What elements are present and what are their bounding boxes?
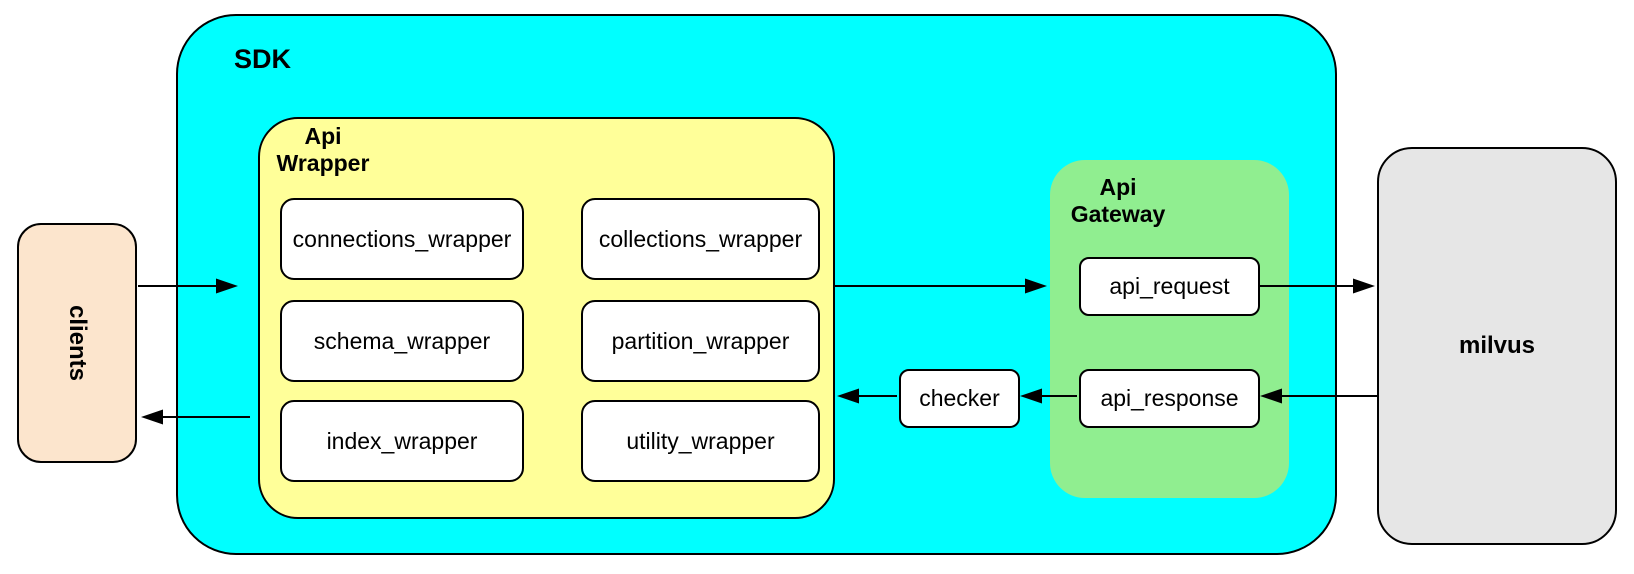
schema-wrapper-box: schema_wrapper — [280, 300, 524, 382]
clients-node: clients — [17, 223, 137, 463]
collections-wrapper-box: collections_wrapper — [581, 198, 820, 280]
index-wrapper-box: index_wrapper — [280, 400, 524, 482]
api-wrapper-label: Api Wrapper — [274, 123, 372, 177]
api-wrapper-container: Api Wrapper connections_wrapper collecti… — [258, 117, 835, 519]
api-wrapper-label-line2: Wrapper — [276, 150, 370, 176]
milvus-label: milvus — [1458, 332, 1536, 359]
api-gateway-label-line2: Gateway — [1070, 201, 1166, 227]
sdk-container: SDK Api Wrapper connections_wrapper coll… — [176, 14, 1337, 555]
clients-label: clients — [64, 304, 91, 382]
api-response-box: api_response — [1079, 369, 1260, 428]
checker-box: checker — [899, 369, 1020, 428]
utility-wrapper-box: utility_wrapper — [581, 400, 820, 482]
api-gateway-label-line1: Api — [1099, 174, 1137, 200]
api-request-box: api_request — [1079, 257, 1260, 316]
sdk-label: SDK — [234, 44, 292, 74]
partition-wrapper-box: partition_wrapper — [581, 300, 820, 382]
api-gateway-label: Api Gateway — [1066, 174, 1170, 228]
connections-wrapper-box: connections_wrapper — [280, 198, 524, 280]
milvus-node: milvus — [1377, 147, 1617, 545]
api-gateway-container: Api Gateway api_request api_response — [1050, 160, 1289, 498]
api-wrapper-label-line1: Api — [304, 123, 342, 149]
